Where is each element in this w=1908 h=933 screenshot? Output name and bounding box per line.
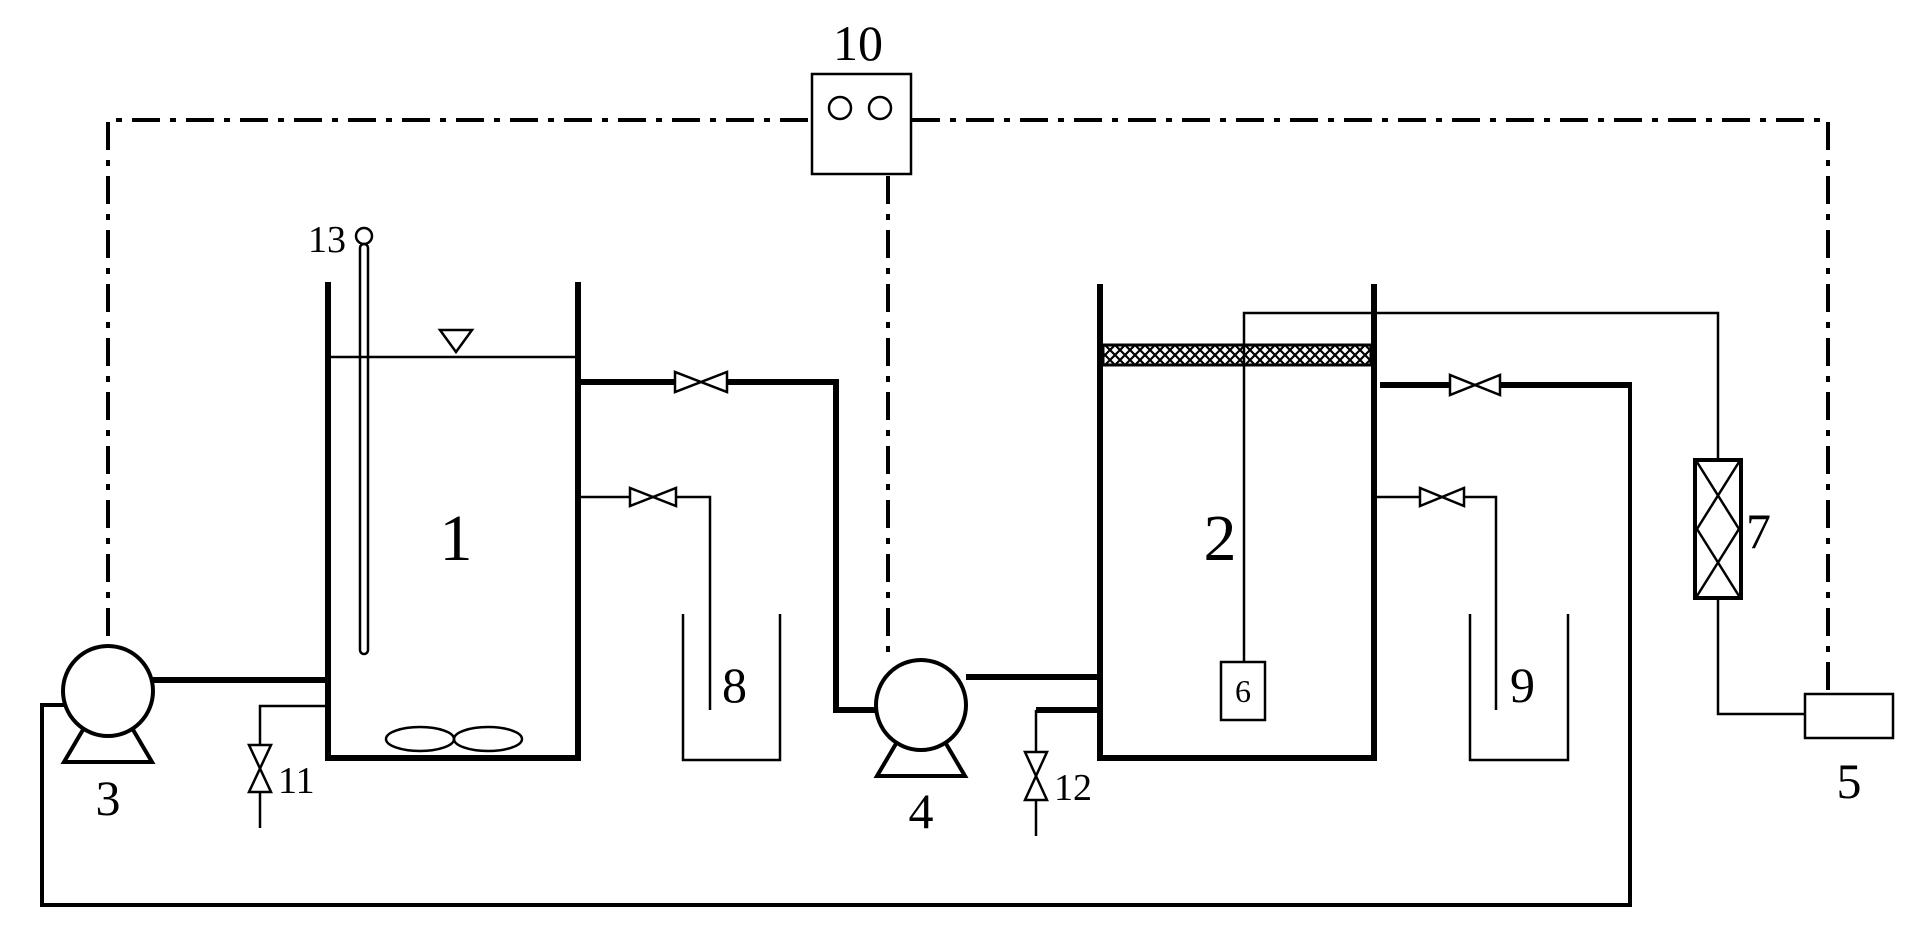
- pump-3-base: [60, 726, 156, 764]
- label-5: 5: [1837, 753, 1862, 809]
- label-9: 9: [1510, 657, 1535, 713]
- beaker-9-outline: [1468, 614, 1570, 762]
- tank-2-walls: [1097, 284, 1377, 761]
- label-11: 11: [278, 760, 315, 802]
- valve-12: 12: [1023, 707, 1100, 836]
- unit-5-box: [1803, 692, 1895, 740]
- floating-cover: [1101, 343, 1373, 367]
- valve-12-icon: [1023, 750, 1049, 802]
- unit-5: 5: [1803, 692, 1895, 809]
- label-6: 6: [1235, 673, 1251, 709]
- tank-2: 2: [1097, 284, 1377, 761]
- controller-10: 10: [810, 15, 913, 176]
- valve-tank1-sample: [628, 486, 678, 508]
- tank2-sample-line-right: [1464, 495, 1498, 710]
- tank-1: 1: [325, 282, 581, 761]
- label-13: 13: [308, 219, 346, 261]
- unit-7-cross-marks: [1695, 461, 1741, 597]
- control-line-to-pump-3: [106, 118, 808, 648]
- controller-box: [810, 72, 913, 176]
- pump-3: 3: [60, 644, 156, 826]
- pump-3-body: [61, 644, 155, 738]
- pump-4-base: [873, 740, 969, 778]
- label-10: 10: [833, 15, 883, 71]
- label-4: 4: [909, 783, 934, 839]
- unit-7: 7: [1693, 458, 1805, 716]
- pump-4: 4: [873, 658, 969, 839]
- label-3: 3: [96, 770, 121, 826]
- probe-6: 6: [1219, 311, 1720, 722]
- control-line-to-unit-5: [912, 118, 1830, 700]
- label-2: 2: [1204, 502, 1237, 575]
- tank1-outlet-to-pump4: [727, 379, 876, 713]
- thermometer-tube: [358, 242, 370, 656]
- unit-7-body: [1693, 458, 1743, 600]
- valve-tank2-outlet: [1448, 373, 1502, 397]
- water-level-marker: [437, 328, 475, 355]
- aerator-stone-left: [384, 725, 456, 753]
- unit-7-to-unit-5-line: [1716, 598, 1805, 716]
- controller-dial-left: [827, 95, 853, 121]
- valve-11-icon: [247, 743, 273, 794]
- thermometer-13: 13: [308, 219, 374, 656]
- beaker-8: 8: [681, 614, 782, 762]
- aerator-stone-right: [452, 725, 524, 753]
- probe-6-cable: [1242, 311, 1720, 662]
- controller-dial-right: [867, 95, 893, 121]
- thermometer-bulb: [354, 226, 374, 246]
- control-lines: [106, 118, 1830, 700]
- label-1: 1: [440, 502, 473, 575]
- label-7: 7: [1746, 503, 1771, 559]
- tank-1-walls: [325, 282, 581, 761]
- tank1-sample-line-right: [676, 495, 712, 710]
- label-8: 8: [722, 657, 747, 713]
- valve-11-pipe: [258, 704, 328, 745]
- valve-tank1-outlet: [673, 370, 729, 394]
- valve-11: 11: [247, 704, 328, 828]
- valve-tank2-sample: [1418, 486, 1466, 508]
- probe-6-box: [1219, 660, 1267, 722]
- pump-4-body: [874, 658, 968, 752]
- beaker-9: 9: [1468, 614, 1570, 762]
- label-12: 12: [1054, 767, 1092, 809]
- beaker-8-outline: [681, 614, 782, 762]
